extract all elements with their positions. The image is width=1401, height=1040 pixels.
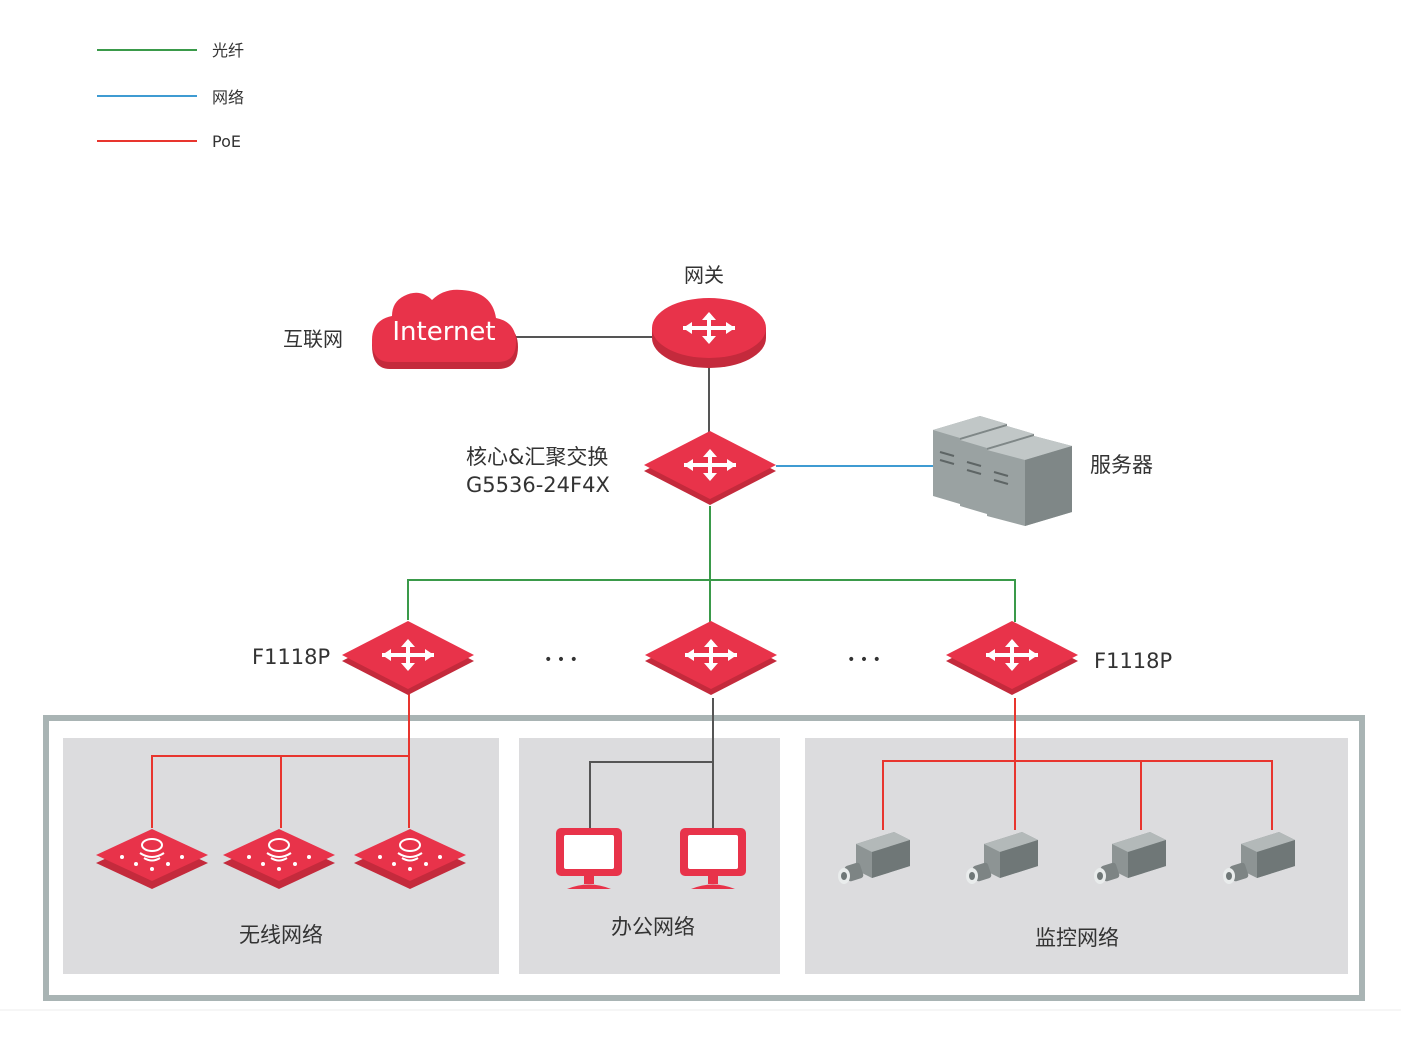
link-wireless-poe <box>151 692 410 828</box>
gateway-router-icon <box>652 298 766 368</box>
core-switch-icon <box>644 431 776 505</box>
internet-cloud-text: Internet <box>392 317 495 347</box>
internet-cloud-icon: Internet <box>372 289 518 369</box>
access-switch-left-icon <box>342 621 474 695</box>
core-switch-label-model: G5536-24F4X <box>466 473 610 497</box>
ellipsis-right: • • • <box>847 652 881 668</box>
link-core-access-fiber <box>407 506 1016 628</box>
legend-fiber-label: 光纤 <box>212 41 244 60</box>
access-switch-right-label: F1118P <box>1094 649 1172 673</box>
legend-network-label: 网络 <box>212 88 244 107</box>
link-monitor-poe <box>882 698 1273 830</box>
access-zone-frame <box>43 715 1365 1001</box>
server-label: 服务器 <box>1090 453 1153 477</box>
internet-label: 互联网 <box>283 327 343 351</box>
server-icon <box>933 416 1072 526</box>
legend: 光纤 网络 PoE <box>97 41 244 151</box>
access-switch-middle-icon <box>645 621 777 695</box>
monitor-zone-label: 监控网络 <box>1035 926 1119 950</box>
core-switch-label-name: 核心&汇聚交换 <box>466 445 608 469</box>
connections <box>151 336 1273 830</box>
ellipsis-left: • • • <box>544 652 578 668</box>
legend-poe-label: PoE <box>212 132 241 151</box>
link-office-network <box>589 698 714 830</box>
gateway-label: 网关 <box>684 263 724 287</box>
access-switch-left-label: F1118P <box>252 645 330 669</box>
office-zone-label: 办公网络 <box>611 915 695 939</box>
access-switch-right-icon <box>946 621 1078 695</box>
wireless-zone-label: 无线网络 <box>239 923 323 947</box>
